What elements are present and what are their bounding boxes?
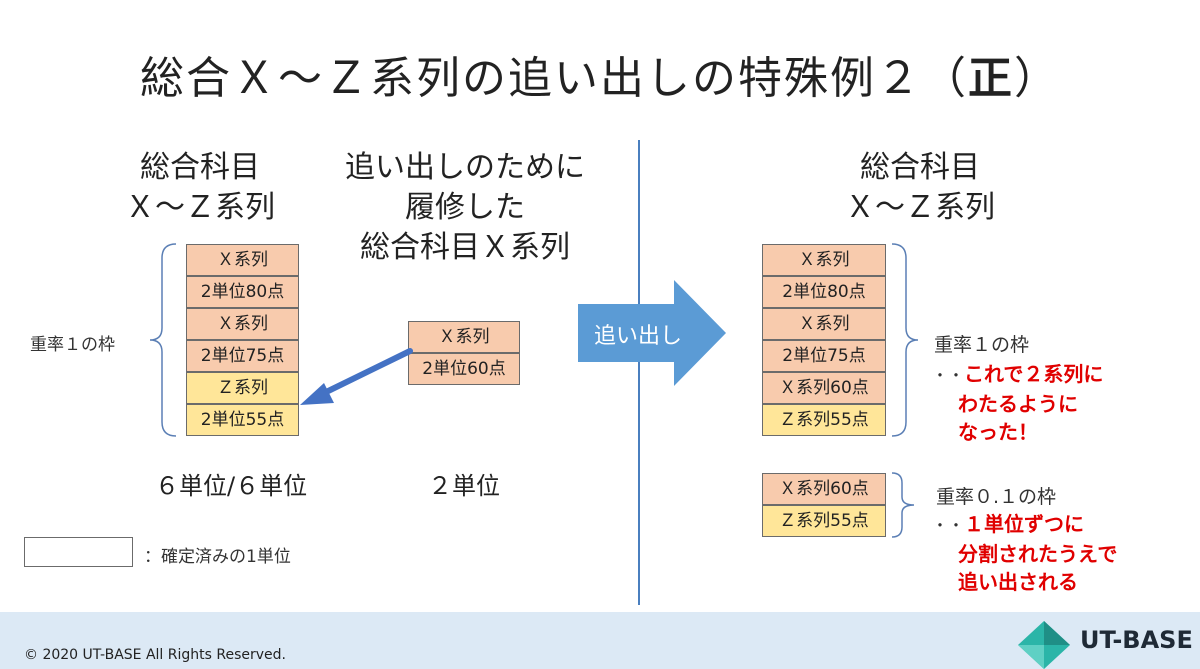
- right-note-2: ・・１単位ずつに 分割されたうえで 追い出される: [932, 510, 1117, 596]
- right-brace-2: [891, 472, 915, 538]
- left-stack-box: Ｚ系列: [186, 372, 299, 404]
- push-out-arrow: [578, 280, 726, 386]
- left-units: ６単位/６単位: [155, 472, 308, 500]
- left-stack-box: Ｘ系列: [186, 244, 299, 276]
- right-stack1-box: Ｘ系列60点: [762, 372, 886, 404]
- right-brace-1: [891, 243, 919, 437]
- right-label-1: 重率１の枠: [934, 334, 1030, 356]
- center-divider: [638, 140, 640, 605]
- note1-prefix: ・・: [932, 366, 965, 385]
- ut-base-logo-text: UT-BASE: [1080, 626, 1193, 654]
- right-heading-line1: 総合科目: [860, 150, 980, 185]
- push-out-arrow-label: 追い出し: [594, 324, 683, 349]
- ut-base-logo-icon: [1018, 621, 1070, 669]
- title-bold: 正: [968, 53, 1014, 104]
- note2-prefix: ・・: [932, 516, 965, 535]
- left-brace: [149, 243, 177, 437]
- middle-stack-box: 2単位60点: [408, 353, 520, 385]
- move-arrow: [300, 348, 413, 405]
- left-stack-box: 2単位55点: [186, 404, 299, 436]
- note2-line2: 分割されたうえで: [958, 542, 1118, 566]
- middle-heading-line1: 追い出しのために: [345, 150, 585, 185]
- note2-line3: 追い出される: [958, 570, 1078, 594]
- note1-line1: これで２系列に: [964, 362, 1104, 386]
- left-heading: 総合科目 Ｘ～Ｚ系列: [100, 148, 300, 228]
- right-heading-line2: Ｘ～Ｚ系列: [845, 190, 995, 225]
- right-stack2-box: Ｘ系列60点: [762, 473, 886, 505]
- copyright-text: © 2020 UT-BASE All Rights Reserved.: [24, 647, 286, 663]
- title-main: 総合Ｘ～Ｚ系列の追い出しの特殊例２（: [140, 53, 968, 104]
- middle-heading-line3: 総合科目Ｘ系列: [360, 230, 570, 265]
- left-bracket-label: 重率１の枠: [30, 335, 115, 355]
- right-stack1-box: Ｚ系列55点: [762, 404, 886, 436]
- title-close: ）: [1014, 53, 1060, 104]
- right-note-1: ・・これで２系列に わたるように なった！: [932, 360, 1103, 446]
- left-stack-box: 2単位75点: [186, 340, 299, 372]
- note2-line1: １単位ずつに: [964, 512, 1085, 536]
- middle-heading-line2: 履修した: [405, 190, 525, 225]
- left-heading-line2: Ｘ～Ｚ系列: [125, 190, 275, 225]
- footer-bar: [0, 612, 1200, 669]
- left-heading-line1: 総合科目: [140, 150, 260, 185]
- right-stack1-box: 2単位75点: [762, 340, 886, 372]
- right-label-2: 重率０.１の枠: [936, 486, 1057, 508]
- left-stack-box: 2単位80点: [186, 276, 299, 308]
- note1-line3: なった！: [958, 420, 1038, 444]
- right-stack2-box: Ｚ系列55点: [762, 505, 886, 537]
- right-stack1-box: Ｘ系列: [762, 308, 886, 340]
- left-stack-box: Ｘ系列: [186, 308, 299, 340]
- right-stack1-box: 2単位80点: [762, 276, 886, 308]
- right-heading: 総合科目 Ｘ～Ｚ系列: [820, 148, 1020, 228]
- page-title: 総合Ｘ～Ｚ系列の追い出しの特殊例２（正）: [0, 42, 1200, 106]
- legend-label: ：確定済みの1単位: [144, 547, 291, 567]
- middle-heading: 追い出しのために 履修した 総合科目Ｘ系列: [315, 148, 615, 268]
- right-stack1-box: Ｘ系列: [762, 244, 886, 276]
- middle-stack-box: Ｘ系列: [408, 321, 520, 353]
- legend-box: [24, 537, 133, 567]
- middle-units: ２単位: [428, 472, 500, 500]
- note1-line2: わたるように: [958, 392, 1078, 416]
